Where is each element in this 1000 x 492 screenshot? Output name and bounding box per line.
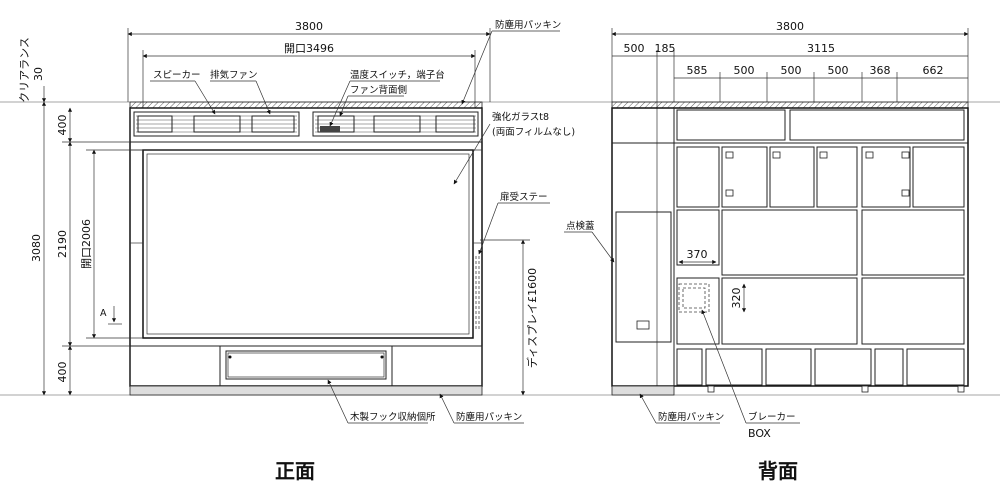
- rear-sub6: 662: [923, 64, 944, 77]
- rear-sub1: 585: [687, 64, 708, 77]
- label-glass-note: (両面フィルムなし): [492, 127, 575, 138]
- label-inspection-lid: 点検蓋: [566, 220, 595, 232]
- front-plinth: [129, 385, 483, 396]
- label-dust-packing-bottom: 防塵用パッキン: [456, 411, 522, 423]
- breaker-box: [678, 283, 710, 313]
- front-total-width: 3800: [295, 20, 323, 33]
- label-door-stay: 扉受ステー: [500, 191, 548, 203]
- front-bottom-band-height: 400: [56, 362, 69, 383]
- clearance-label: クリアランス: [18, 37, 31, 103]
- hook-storage-panel: [225, 350, 387, 380]
- rear-seg1: 500: [624, 42, 645, 55]
- rear-sub5: 368: [870, 64, 891, 77]
- rear-title: 背面: [758, 459, 798, 483]
- label-glass: 強化ガラスt8: [492, 111, 549, 123]
- exhaust-fan-right: [373, 115, 421, 133]
- front-opening-width: 開口3496: [284, 42, 334, 55]
- speaker-fan-band: [133, 111, 479, 137]
- rear-plinth: [611, 385, 675, 396]
- rear-sub2: 500: [734, 64, 755, 77]
- front-elevation: 3800 開口3496 クリアランス 30: [18, 19, 575, 483]
- rear-cabinet-outline: [611, 107, 969, 387]
- front-opening-height: 開口2006: [80, 219, 93, 269]
- exhaust-fan-left: [193, 115, 241, 133]
- section-mark-a: A: [100, 308, 107, 319]
- front-top-band-height: 400: [56, 115, 69, 136]
- rear-elevation: 3800 500 185 3115 585 500 500 500 368 66…: [564, 20, 969, 483]
- speaker-right: [435, 115, 475, 133]
- display-mount-height: ディスプレイ£1600: [525, 268, 539, 368]
- breaker-height: 320: [730, 288, 743, 309]
- label-exhaust-fan: 排気ファン: [210, 69, 258, 81]
- breaker-width: 370: [687, 248, 708, 261]
- front-total-height: 3080: [30, 234, 43, 262]
- label-hook-storage: 木製フック収納個所: [350, 411, 436, 423]
- front-display-height: 2190: [56, 230, 69, 258]
- label-dust-packing-top: 防塵用パッキン: [495, 19, 561, 31]
- exhaust-fan-left-2: [251, 115, 295, 133]
- rear-seg3: 3115: [807, 42, 835, 55]
- rear-top-packing: [611, 101, 969, 109]
- label-speaker: スピーカー: [153, 70, 201, 81]
- terminal-block: [320, 126, 340, 132]
- front-top-packing: [129, 101, 483, 109]
- rear-sub3: 500: [781, 64, 802, 77]
- speaker-left: [137, 115, 173, 133]
- label-box: BOX: [748, 427, 771, 440]
- label-switch-terminal: 温度スイッチ，端子台: [350, 69, 445, 81]
- rear-total-width: 3800: [776, 20, 804, 33]
- inspection-lid: [615, 211, 672, 343]
- clearance-value: 30: [32, 67, 45, 81]
- display-opening: [142, 149, 474, 339]
- rear-seg2: 185: [655, 42, 676, 55]
- front-title: 正面: [275, 459, 315, 483]
- label-fan-rear: ファン背面側: [350, 84, 407, 96]
- label-rear-dust-packing: 防塵用パッキン: [658, 411, 724, 423]
- label-breaker: ブレーカー: [748, 411, 796, 423]
- rear-sub4: 500: [828, 64, 849, 77]
